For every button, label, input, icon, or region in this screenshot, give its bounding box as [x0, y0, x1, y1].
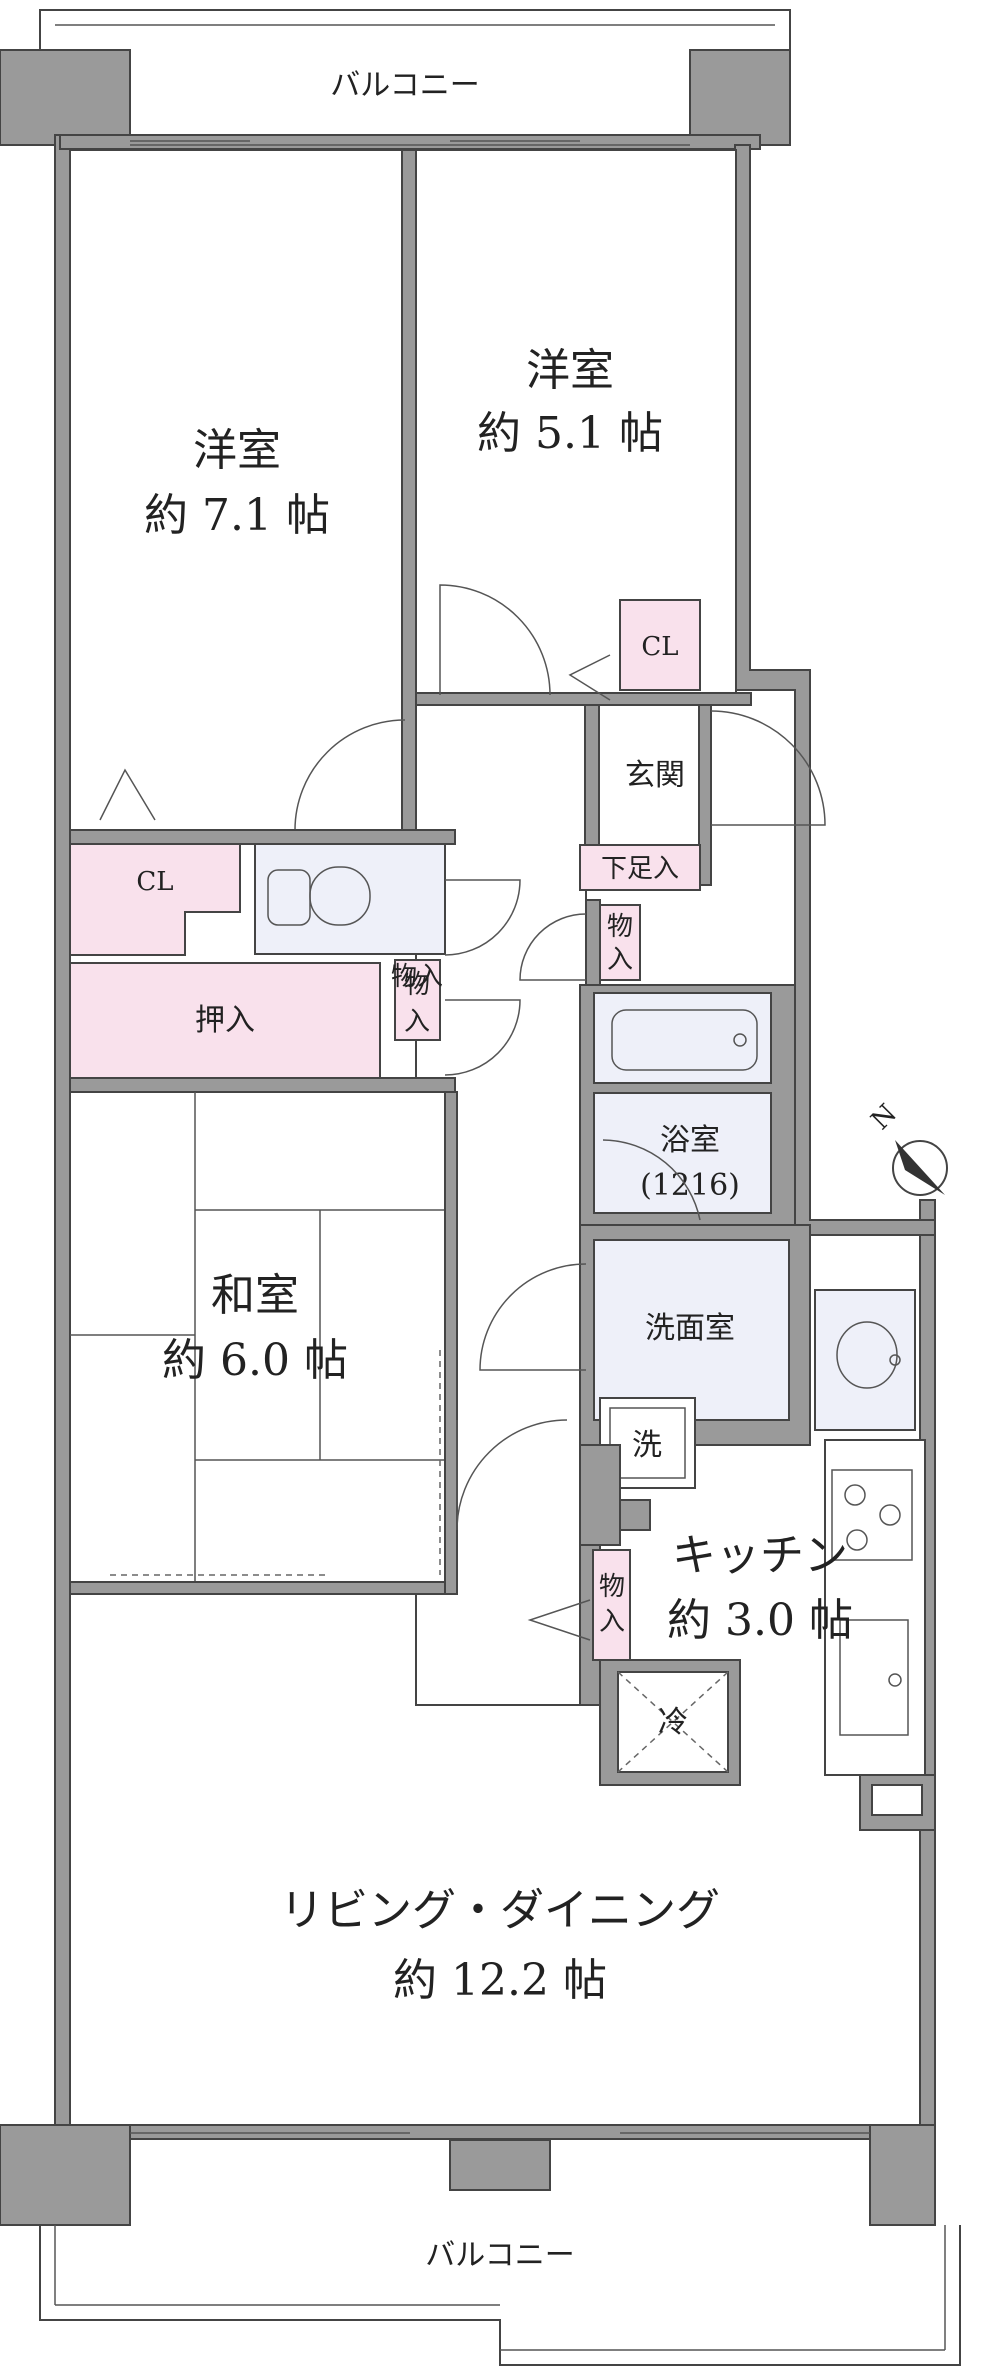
shoe-cabinet-label: 下足入: [601, 854, 679, 884]
toilet-bowl-icon: [309, 866, 371, 926]
room-western-a-name: 洋室: [193, 425, 281, 476]
entrance-label: 玄関: [625, 758, 685, 793]
stove-icon: [831, 1469, 913, 1561]
entrance: 玄関: [584, 704, 826, 886]
compass: N: [866, 1099, 948, 1196]
mono-1-top: 物: [404, 970, 430, 1000]
closet-b-label: CL: [641, 632, 678, 662]
oshiire-label: 押入: [195, 1003, 255, 1038]
kitchen: 物 入 冷 キッチン 約 3.0 帖: [527, 1439, 936, 1831]
balcony-top: バルコニー: [0, 9, 791, 146]
room-living-size: 約 12.2 帖: [393, 1955, 607, 2006]
closet-small-1: 物 入: [394, 959, 441, 1041]
room-western-a: 洋室 約 7.1 帖: [69, 149, 417, 831]
mono-1-bottom: 入: [404, 1007, 430, 1037]
mono-3-top: 物: [607, 912, 633, 942]
mono-4-top: 物: [599, 1572, 625, 1602]
washroom-label: 洗面室: [645, 1311, 735, 1346]
washroom: 洗面室 洗: [479, 1224, 916, 1489]
compass-north-label: N: [866, 1099, 903, 1136]
oshiire: 押入 物入: [69, 962, 521, 1079]
bathroom: 浴室 (1216): [579, 984, 796, 1226]
room-living-name: リビング・ダイニング: [280, 1885, 720, 1936]
room-western-b-size: 約 5.1 帖: [477, 408, 663, 459]
fridge-label: 冷: [658, 1705, 688, 1740]
balcony-top-label: バルコニー: [330, 68, 479, 103]
mono-4-bottom: 入: [599, 1607, 625, 1637]
room-japanese: 和室 約 6.0 帖: [69, 1077, 568, 1595]
balcony-bottom-label: バルコニー: [425, 2238, 574, 2273]
kitchen-name: キッチン: [672, 1530, 848, 1581]
bathtub-icon: [611, 1009, 758, 1071]
toilet-room: [254, 843, 521, 956]
room-western-a-size: 約 7.1 帖: [144, 490, 330, 541]
outer-walls: [54, 134, 936, 2136]
shoe-cabinet: 下足入: [579, 844, 701, 891]
closet-a-label: CL: [136, 867, 173, 897]
balcony-bottom: バルコニー: [0, 2124, 961, 2366]
room-japanese-name: 和室: [211, 1270, 299, 1321]
bath-name: 浴室: [660, 1123, 720, 1158]
room-japanese-size: 約 6.0 帖: [162, 1335, 348, 1386]
closet-small-2: 物 入: [519, 899, 641, 1001]
washer-label: 洗: [632, 1428, 662, 1463]
mono-3-bottom: 入: [607, 945, 633, 975]
sink-icon: [839, 1619, 909, 1736]
kitchen-size: 約 3.0 帖: [667, 1595, 853, 1646]
bath-size: (1216): [640, 1168, 740, 1203]
room-living-dining: リビング・ダイニング 約 12.2 帖: [280, 1885, 720, 2006]
closet-b: CL: [619, 599, 701, 691]
room-western-b-name: 洋室: [526, 345, 614, 396]
closet-a: CL: [69, 829, 456, 956]
mono-2-label: 物入: [391, 962, 443, 992]
